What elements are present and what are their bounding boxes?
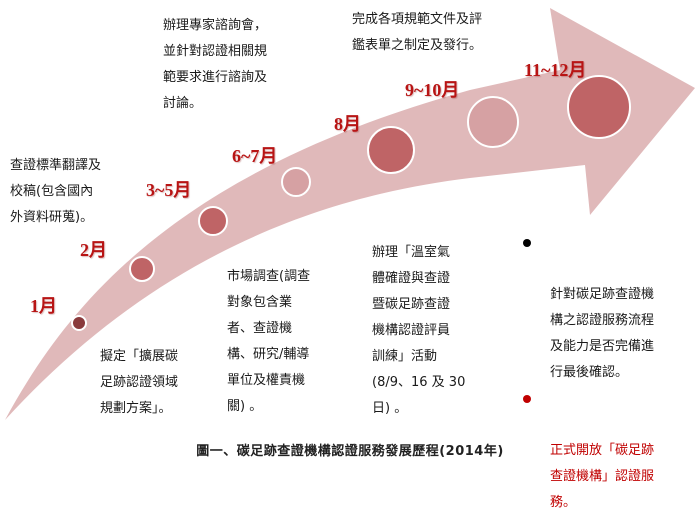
milestone-label-mar-may: 3~5月 [146,180,192,200]
milestone-circle-3 [198,206,228,236]
description-feb: 查證標準翻譯及 校稿(包含國內 外資料研蒐)。 [10,158,102,225]
bullet-text: 針對碳足跡查證機 構之認證服務流程 及能力是否完備進 行最後確認。 [550,287,655,380]
arrow-shape [5,8,695,420]
milestone-label-nov-dec: 11~12月 [524,60,587,80]
timeline-arrow [5,8,695,420]
milestone-label-jan: 1月 [30,296,57,316]
milestone-circle-2 [129,256,155,282]
milestone-circle-1 [71,315,87,331]
description-jun-jul: 辦理專家諮詢會， 並針對認證相關規 範要求進行諮詢及 討論。 [163,18,268,111]
milestone-label-aug: 8月 [334,114,361,134]
milestone-label-sep-oct: 9~10月 [405,80,460,100]
milestone-circle-7 [567,75,631,139]
description-jan: 擬定「擴展碳 足跡認證領域 規劃方案」。 [100,349,179,416]
figure-caption: 圖一、碳足跡查證機構認證服務發展歷程(2014年) [196,444,504,459]
milestone-circle-5 [367,126,415,174]
bullet-item-confirmation: 針對碳足跡查證機 構之認證服務流程 及能力是否完備進 行最後確認。 [520,230,695,386]
milestone-circle-6 [467,96,519,148]
bullet-dot-icon [523,239,531,247]
description-sep-oct: 完成各項規範文件及評 鑑表單之制定及發行。 [352,12,483,53]
bullet-dot-icon [523,395,531,403]
milestone-circle-4 [281,167,311,197]
milestone-label-feb: 2月 [80,240,107,260]
milestone-label-jun-jul: 6~7月 [232,146,278,166]
description-mar-may: 市場調查(調查 對象包含業 者、查證機 構、研究/輔導 單位及權責機 關) 。 [227,269,311,414]
description-aug: 辦理「溫室氣 體確證與查證 暨碳足跡查證 機構認證評員 訓練」活動 (8/9、1… [372,245,466,416]
nov-dec-bullet-list: 針對碳足跡查證機 構之認證服務流程 及能力是否完備進 行最後確認。 正式開放「碳… [520,230,695,516]
